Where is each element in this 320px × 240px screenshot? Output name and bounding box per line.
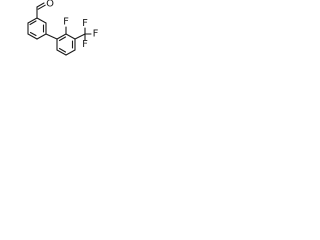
aromatic-inner-bond-6 xyxy=(58,47,67,53)
bond-b1-b2 xyxy=(56,33,67,40)
aromatic-inner-bond-2 xyxy=(29,31,37,37)
bond-a2-a3 xyxy=(27,17,38,24)
benzaldehyde-ring xyxy=(27,17,47,40)
fluorine-cf3-top-label: F xyxy=(82,18,88,29)
ring-fluorine: F xyxy=(63,17,69,35)
aldehyde-group: O xyxy=(36,0,54,19)
bond-cho-to-oxygen-1 xyxy=(36,2,45,8)
oxygen-label: O xyxy=(46,0,54,10)
bond-ring-to-cf3 xyxy=(74,33,86,40)
fluorine-ring-label: F xyxy=(63,17,69,28)
bond-b2-b3 xyxy=(65,33,76,40)
fluoroaryl-ring xyxy=(56,33,76,56)
trifluoromethyl-group: F F F xyxy=(74,18,99,50)
bond-cho-to-oxygen-2 xyxy=(37,4,46,10)
bond-a1-a2 xyxy=(36,17,47,24)
aromatic-inner-bond-1 xyxy=(29,20,37,26)
bond-b4-b5 xyxy=(65,49,76,56)
fluorine-cf3-bottom-label: F xyxy=(82,39,88,50)
fluorine-cf3-right-label: F xyxy=(93,29,99,40)
bond-a4-a5 xyxy=(27,33,38,40)
bond-b5-b6 xyxy=(56,49,67,56)
structure-diagram: O F F F F xyxy=(27,0,99,56)
aromatic-inner-bond-4 xyxy=(58,36,67,42)
bond-a5-a6 xyxy=(36,33,47,40)
biaryl-bond xyxy=(45,33,58,40)
